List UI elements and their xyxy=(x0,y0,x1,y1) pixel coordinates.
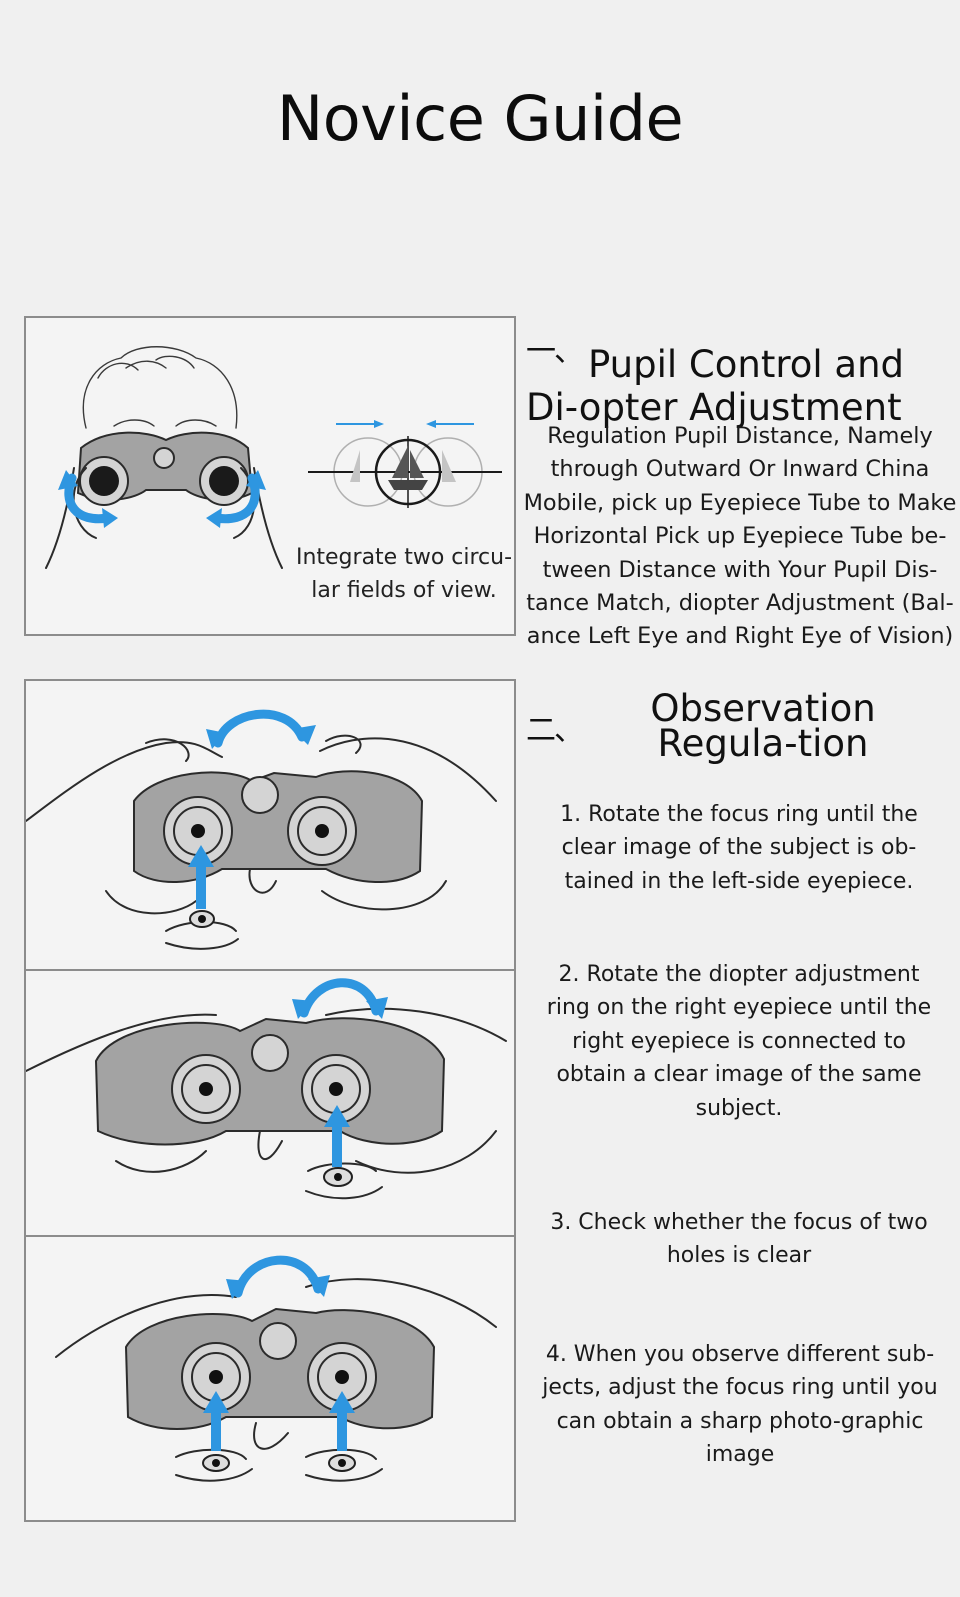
pupil-adjust-arrows xyxy=(58,470,266,528)
section-2-title: 二、 Observation Regula-tion xyxy=(526,687,958,765)
step-3-text: 3. Check whether the focus of two holes … xyxy=(550,1210,928,1269)
step-1-text: 1. Rotate the focus ring until the clear… xyxy=(560,802,918,894)
section-2-title-text: Observation Regula-tion xyxy=(650,687,876,765)
person-with-binoculars-drawing xyxy=(45,346,283,569)
step-2-illustration xyxy=(24,971,516,1237)
both-eyes-rotate-arrow xyxy=(233,1255,323,1298)
section-1-title: 一、Pupil Control and Di-opter Adjustment xyxy=(526,330,958,429)
step-3-illustration xyxy=(24,1237,516,1522)
pupil-distance-illustration: Integrate two circu-lar fields of view. xyxy=(24,316,516,636)
field-of-view-caption: Integrate two circu-lar fields of view. xyxy=(295,545,513,603)
section-1-number: 一、 xyxy=(526,334,584,369)
section-1-body: Regulation Pupil Distance, Namely throug… xyxy=(523,423,957,650)
step-4-text: 4. When you observe different sub-jects,… xyxy=(542,1342,938,1468)
step-1-illustration xyxy=(24,679,516,971)
field-of-view-diagram xyxy=(308,420,502,508)
page-title: Novice Guide xyxy=(276,82,684,155)
focus-rotate-arrow xyxy=(213,709,307,748)
section-1-title-text: Pupil Control and Di-opter Adjustment xyxy=(526,343,905,429)
section-2-number: 二、 xyxy=(526,713,584,748)
step-2-text: 2. Rotate the diopter adjustment ring on… xyxy=(546,962,932,1121)
